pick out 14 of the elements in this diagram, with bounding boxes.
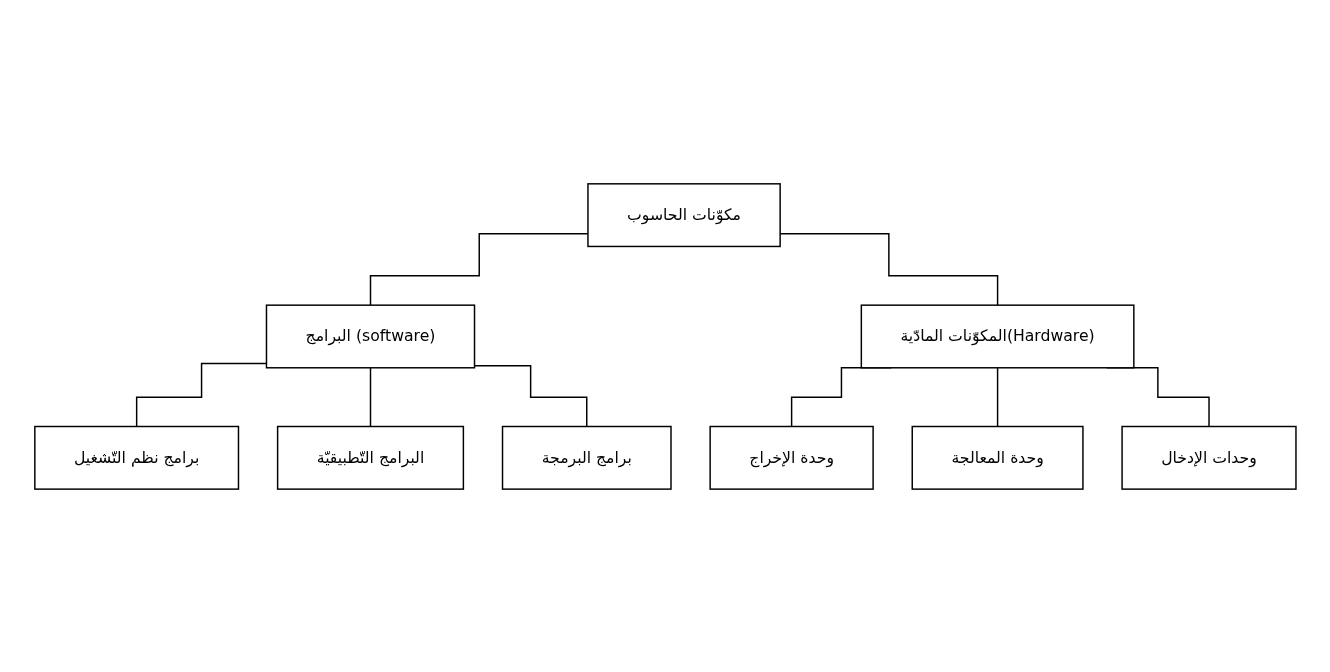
connector bbox=[996, 366, 998, 427]
connector bbox=[369, 366, 371, 427]
node-box: مكوّنات الحاسوب bbox=[586, 182, 781, 247]
node-box: البرامج التّطبيقيّة bbox=[276, 425, 464, 490]
node-box: المكوّنات المادّية(Hardware) bbox=[860, 303, 1135, 369]
node-box: برامج نظم التّشغيل bbox=[33, 425, 239, 490]
node-box: وحدات الإدخال bbox=[1120, 425, 1297, 490]
connector bbox=[473, 364, 588, 427]
connector bbox=[135, 362, 267, 427]
node-box: البرامج (software) bbox=[265, 303, 475, 369]
connector bbox=[779, 232, 998, 306]
node-box: برامج البرمجة bbox=[501, 425, 672, 490]
node-box: وحدة المعالجة bbox=[911, 425, 1084, 490]
node-box: وحدة الإخراج bbox=[709, 425, 874, 490]
